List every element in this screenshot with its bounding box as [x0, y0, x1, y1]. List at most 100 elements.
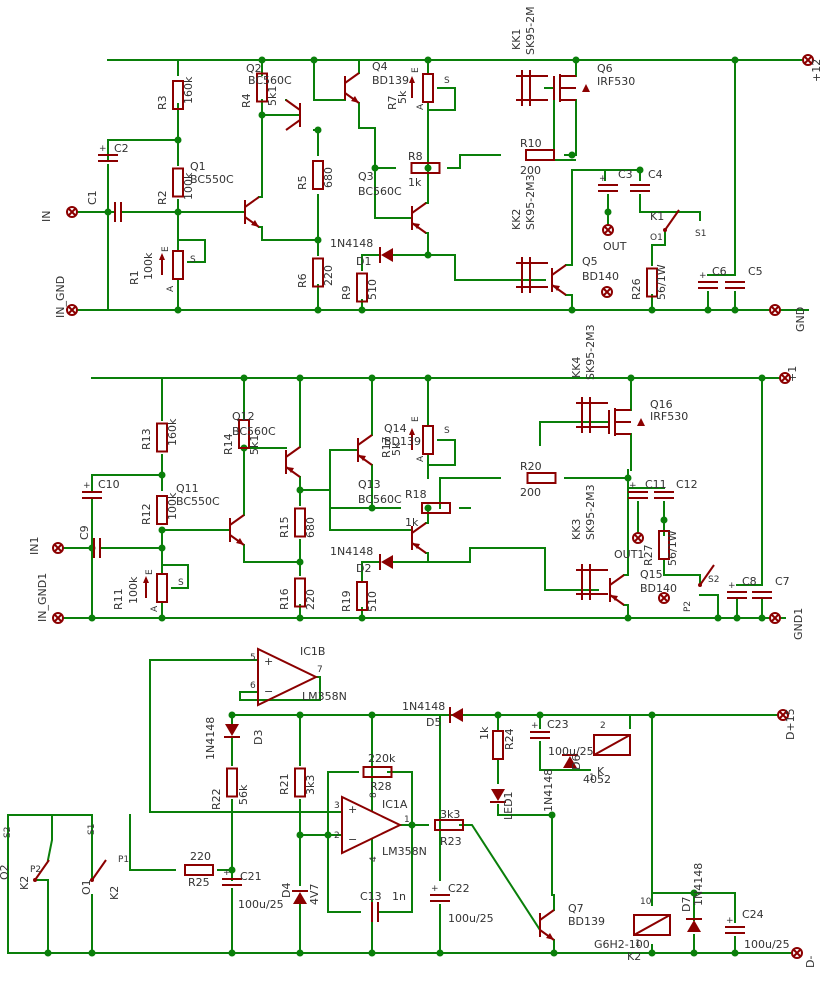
pad-in[interactable]: [66, 206, 78, 218]
svg-text:+: +: [629, 481, 637, 491]
svg-text:−: −: [264, 685, 273, 698]
capacitor-c22: +: [430, 884, 450, 902]
part-name-r8: R8: [408, 150, 423, 163]
pad-out-sense[interactable]: [601, 286, 613, 298]
part-name-k3: K: [597, 765, 605, 778]
junction: [648, 306, 656, 314]
junction: [731, 306, 739, 314]
part-name-d5: D5: [426, 716, 441, 729]
heatsink-kk1: [516, 70, 548, 106]
part-name-r15: R15: [278, 516, 291, 538]
pin-s2: S2: [708, 575, 719, 585]
pad-gnd1[interactable]: [769, 612, 781, 624]
pad-out1[interactable]: [632, 532, 644, 544]
part-value-r2: 100k: [182, 172, 195, 200]
junction: [371, 164, 379, 172]
junction: [296, 831, 304, 839]
pad-gnd[interactable]: [769, 304, 781, 316]
junction: [424, 56, 432, 64]
junction: [44, 949, 52, 957]
pad-in-label: IN: [40, 211, 53, 222]
trimmer-r7: [409, 73, 434, 103]
junction: [358, 306, 366, 314]
diode-d6: [562, 754, 578, 768]
wire: [663, 559, 701, 586]
pad-out[interactable]: [602, 224, 614, 236]
wire: [34, 879, 49, 954]
wire: [565, 169, 573, 266]
pad-plus12[interactable]: [802, 54, 814, 66]
resistor-r4: [256, 72, 268, 103]
part-value-c22: 100u/25: [448, 912, 494, 925]
wire: [7, 814, 93, 954]
junction: [704, 306, 712, 314]
capacitor-c11: +: [628, 481, 648, 499]
part-name-r26: R26: [630, 278, 643, 300]
pad-plus12-label: +12: [810, 59, 823, 82]
diode-d7: [686, 918, 702, 932]
resistor-r8: [410, 162, 441, 174]
label: 1: [635, 939, 641, 949]
label: 2: [334, 831, 340, 841]
junction: [228, 866, 236, 874]
capacitor-c3: +: [598, 174, 618, 192]
resistor-r23: [434, 819, 464, 831]
wire: [427, 87, 456, 111]
junction: [324, 831, 332, 839]
part-name-r19: R19: [340, 590, 353, 612]
pad-in-gnd[interactable]: [66, 304, 78, 316]
label: P1: [118, 855, 129, 865]
junction: [296, 711, 304, 719]
part-name-kk3: KK3: [570, 519, 583, 540]
part-name-ic1a: IC1A: [382, 798, 408, 811]
pad-dminus[interactable]: [791, 947, 803, 959]
part-value-r21: 3k3: [304, 775, 317, 795]
capacitor-c24: +: [725, 916, 745, 934]
part-value-r26: 56/1W: [655, 264, 668, 300]
junction: [624, 474, 632, 482]
opamp-ic1b: +−: [257, 647, 319, 707]
transistor-q15: [411, 522, 427, 554]
junction: [731, 56, 739, 64]
wire: [149, 659, 341, 813]
pad-plus1[interactable]: [779, 372, 791, 384]
part-value-r14: 5k1: [248, 435, 261, 455]
part-value-r7: 5k: [396, 90, 409, 104]
wire: [623, 604, 629, 619]
part-name-q12: Q12: [232, 410, 255, 423]
pad-gnd1-label: GND1: [792, 608, 805, 640]
components: +++++++−++−+++: [33, 70, 772, 941]
diode-d2: [379, 554, 393, 570]
part-name-r21: R21: [278, 773, 291, 795]
part-name-c3: C3: [618, 168, 633, 181]
pad-in-gnd1[interactable]: [52, 612, 64, 624]
junction: [158, 544, 166, 552]
part-name-d2: D2: [356, 562, 371, 575]
pad-in-gnd1-label: IN_GND1: [36, 573, 49, 622]
junction: [536, 711, 544, 719]
pin-p2: P2: [683, 601, 693, 612]
part-value-sw1: O1: [80, 879, 93, 895]
junction: [314, 236, 322, 244]
junction: [568, 306, 576, 314]
junction: [88, 614, 96, 622]
transistor-q13: [357, 434, 373, 466]
part-name-r20: R20: [520, 460, 542, 473]
part-name-c23: C23: [547, 718, 569, 731]
part-value-r25: 220: [190, 850, 211, 863]
junction: [494, 711, 502, 719]
pin-a: A: [416, 455, 426, 462]
pad-dplus15[interactable]: [777, 709, 789, 721]
part-name-q13: Q13: [358, 478, 381, 491]
pad-out1-sense[interactable]: [658, 592, 670, 604]
part-name-c22: C22: [448, 882, 470, 895]
part-value-r19: 510: [366, 591, 379, 612]
svg-text:+: +: [728, 581, 736, 591]
part-value-d3: 1N4148: [204, 717, 217, 760]
capacitor-c23: +: [530, 721, 550, 739]
pad-in1[interactable]: [52, 542, 64, 554]
junction: [174, 208, 182, 216]
svg-text:−: −: [348, 833, 357, 846]
junction: [733, 614, 741, 622]
